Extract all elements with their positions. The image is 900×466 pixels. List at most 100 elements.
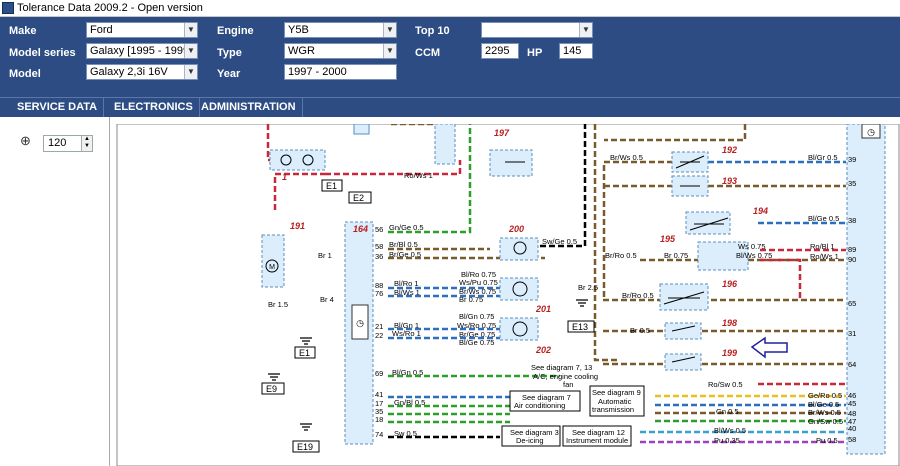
- wire-ro-bl-1: Ro/Bl 1: [810, 242, 835, 251]
- type-value: WGR: [288, 45, 315, 57]
- ground-e2: E2: [353, 193, 364, 203]
- component-199[interactable]: 199: [722, 348, 737, 358]
- svg-text:21: 21: [375, 322, 383, 331]
- wire-gn-ge-05: Gn/Ge 0.5: [389, 223, 424, 232]
- note-diagram-7[interactable]: See diagram 7: [522, 393, 571, 402]
- menu-administration[interactable]: ADMINISTRATION: [195, 98, 303, 117]
- component-201[interactable]: 201: [535, 304, 551, 314]
- wire-bl-gn-05: Bl/Gn 0.5: [392, 368, 423, 377]
- wire-ro-sw-05: Ro/Sw 0.5: [708, 380, 743, 389]
- model-select[interactable]: Galaxy 2,3i 16V ▼: [86, 64, 198, 80]
- wire-ws-ro-1: Ws/Ro 1: [392, 329, 421, 338]
- component-164[interactable]: 164: [353, 224, 368, 234]
- hp-field[interactable]: 145: [559, 43, 593, 59]
- wire-gn-05: Gn 0.5: [716, 407, 739, 416]
- diagram-notes: See diagram 7, 13 A/C, engine cooling fa…: [501, 363, 645, 447]
- ground-e9: E9: [266, 384, 277, 394]
- component-1[interactable]: 1: [282, 172, 287, 182]
- wire-gn-sw-05: Gn/Sw 0.5: [808, 417, 843, 426]
- svg-text:69: 69: [375, 369, 383, 378]
- wire-ge-ro-05: Ge/Ro 0.5: [808, 391, 842, 400]
- svg-text:45: 45: [848, 399, 856, 408]
- type-label: Type: [217, 47, 242, 59]
- make-select[interactable]: Ford ▼: [86, 22, 198, 38]
- vehicle-selection-header: Make Ford ▼ Model series Galaxy [1995 - …: [0, 17, 900, 97]
- wire-ws-075: Ws 0.75: [738, 242, 766, 251]
- svg-text:41: 41: [375, 390, 383, 399]
- engine-label: Engine: [217, 25, 254, 37]
- component-194[interactable]: 194: [753, 206, 768, 216]
- note-de-icing: De-icing: [516, 436, 544, 445]
- make-label: Make: [9, 25, 37, 37]
- svg-text:35: 35: [375, 407, 383, 416]
- svg-text:18: 18: [375, 415, 383, 424]
- model-label: Model: [9, 68, 41, 80]
- model-series-select[interactable]: Galaxy [1995 - 1999 ▼: [86, 43, 198, 59]
- wire-br-1: Br 1: [318, 251, 332, 260]
- engine-select[interactable]: Y5B ▼: [284, 22, 397, 38]
- note-air-conditioning: Air conditioning: [514, 401, 565, 410]
- ccm-label: CCM: [415, 47, 441, 59]
- window-title: Tolerance Data 2009.2 - Open version: [17, 2, 203, 14]
- connector-block-right: [846, 124, 886, 455]
- ground-e13: E13: [572, 322, 588, 332]
- note-diagram-9[interactable]: See diagram 9: [592, 388, 641, 397]
- component-202[interactable]: 202: [535, 345, 551, 355]
- wire-br-ws-05: Br/Ws 0.5: [610, 153, 643, 162]
- wire-bl-ge-05b: Bl/Ge 0.5: [808, 400, 839, 409]
- wire-bl-gr-05: Bl/Gr 0.5: [808, 153, 838, 162]
- chevron-down-icon[interactable]: ▼: [184, 23, 197, 37]
- component-196[interactable]: 196: [722, 279, 738, 289]
- year-field[interactable]: 1997 - 2000: [284, 64, 397, 80]
- svg-text:65: 65: [848, 299, 856, 308]
- component-192[interactable]: 192: [722, 145, 737, 155]
- wire-ws-ro-075: Ws/Ro 0.75: [457, 321, 496, 330]
- component-191[interactable]: 191: [290, 221, 305, 231]
- svg-text:22: 22: [375, 331, 383, 340]
- menu-service-data[interactable]: SERVICE DATA: [11, 98, 105, 117]
- wire-bl-ge-05: Bl/Ge 0.5: [808, 214, 839, 223]
- svg-text:35: 35: [848, 179, 856, 188]
- svg-text:38: 38: [848, 216, 856, 225]
- wire-sw-ge-05: Sw/Ge 0.5: [542, 237, 577, 246]
- chevron-down-icon[interactable]: ▼: [383, 44, 396, 58]
- note-instrument-module: Instrument module: [566, 436, 628, 445]
- type-select[interactable]: WGR ▼: [284, 43, 397, 59]
- component-193[interactable]: 193: [722, 176, 737, 186]
- wire-bl-ge-075: Bl/Ge 0.75: [459, 338, 494, 347]
- component-200[interactable]: 200: [508, 224, 524, 234]
- svg-text:89: 89: [848, 245, 856, 254]
- chevron-down-icon[interactable]: ▼: [383, 23, 396, 37]
- wire-br-ws-075: Br/Ws 0.75: [459, 287, 496, 296]
- chevron-down-icon[interactable]: ▼: [184, 65, 197, 79]
- chevron-down-icon[interactable]: ▼: [579, 23, 592, 37]
- wire-br-4: Br 4: [320, 295, 334, 304]
- component-197[interactable]: 197: [494, 128, 510, 138]
- wire-br-075b: Br 0.75: [664, 251, 688, 260]
- wire-bl-ws-1: Bl/Ws 1: [394, 288, 420, 297]
- svg-text:88: 88: [375, 281, 383, 290]
- model-series-label: Model series: [9, 47, 76, 59]
- note-diagram-3[interactable]: See diagram 3: [510, 428, 559, 437]
- wire-br-ro-05: Br/Ro 0.5: [605, 251, 637, 260]
- zoom-sidebar: ⊕: [0, 117, 110, 466]
- zoom-spinner[interactable]: ▲▼: [81, 136, 92, 151]
- menu-electronics[interactable]: ELECTRONICS: [108, 98, 200, 117]
- component-198[interactable]: 198: [722, 318, 737, 328]
- wire-br-075: Br 0.75: [459, 295, 483, 304]
- ground-e1-top: E1: [326, 181, 337, 191]
- note-diagram-12[interactable]: See diagram 12: [572, 428, 625, 437]
- wire-br-bl-05: Br/Bl 0.5: [389, 240, 418, 249]
- wire-bl-ro-1: Bl/Ro 1: [394, 279, 419, 288]
- ground-e19: E19: [297, 442, 313, 452]
- component-195[interactable]: 195: [660, 234, 676, 244]
- top10-select[interactable]: ▼: [481, 22, 593, 38]
- ccm-field[interactable]: 2295: [481, 43, 519, 59]
- chevron-down-icon[interactable]: ▼: [184, 44, 197, 58]
- zoom-input[interactable]: 120 ▲▼: [43, 135, 93, 152]
- svg-text:90: 90: [848, 255, 856, 264]
- ground-e1-mid: E1: [299, 348, 310, 358]
- note-diagram-7-13[interactable]: See diagram 7, 13: [531, 363, 592, 372]
